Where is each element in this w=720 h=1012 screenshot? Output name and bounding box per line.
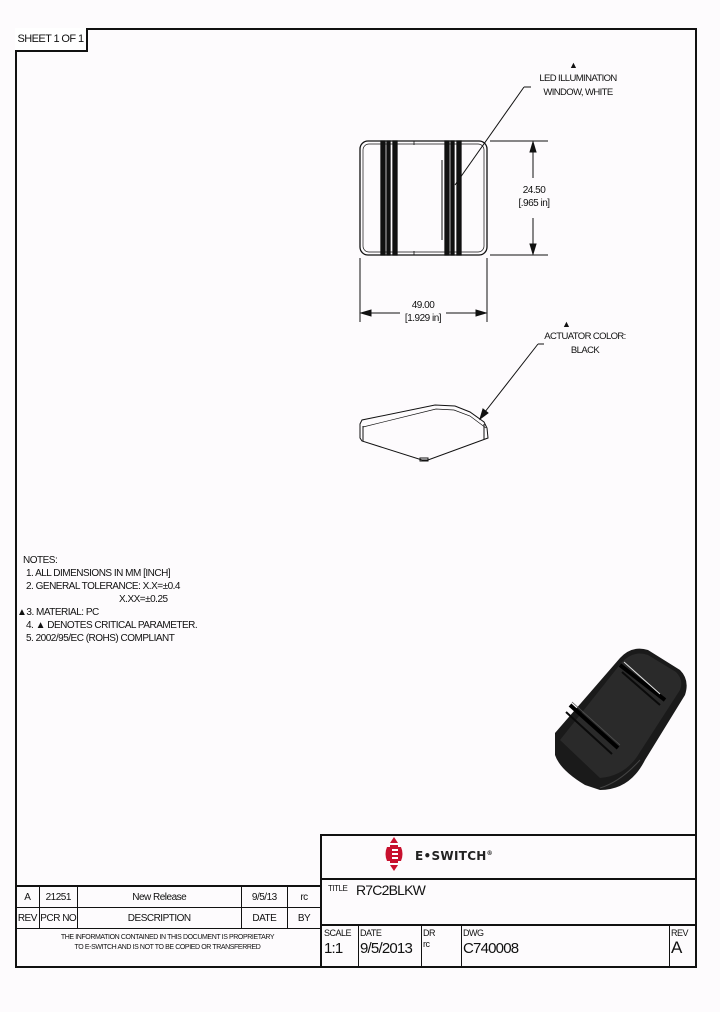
by-cell: rc: [287, 885, 320, 908]
drawn-by-cell: DR rc: [421, 926, 462, 966]
note-item: 5. 2002/95/EC (ROHS) COMPLIANT: [26, 633, 175, 644]
title-label: TITLE: [328, 884, 348, 893]
height-dimension: [490, 140, 548, 256]
company-logo-row: E•SWITCH®: [322, 836, 695, 880]
critical-marker-icon: ▲: [569, 60, 578, 70]
scale-label: SCALE: [324, 928, 352, 938]
actuator-color-callout: ▲ ACTUATOR COLOR: BLACK: [535, 319, 635, 358]
part-number: R7C2BLKW: [356, 882, 426, 898]
date-cell: DATE 9/5/2013: [358, 926, 422, 966]
proprietary-line-1: THE INFORMATION CONTAINED IN THIS DOCUME…: [60, 934, 275, 941]
registered-mark: ®: [486, 850, 493, 857]
rev-cell: A: [15, 885, 40, 908]
revision-value: A: [671, 938, 682, 957]
proprietary-notice: THE INFORMATION CONTAINED IN THIS DOCUME…: [15, 929, 320, 964]
width-dimension-label: 49.00 [1.929 in]: [399, 299, 447, 325]
width-mm: 49.00: [411, 300, 435, 311]
note-item: 1. ALL DIMENSIONS IN MM [INCH]: [26, 568, 171, 579]
notes-block: NOTES: 1. ALL DIMENSIONS IN MM [INCH] 2.…: [17, 554, 198, 645]
led-leader-line: [454, 86, 531, 186]
note-item: ▲3. MATERIAL: PC: [17, 606, 197, 619]
actuator-leader-line: [479, 343, 544, 421]
date-header: DATE: [240, 907, 289, 929]
drawing-frame: [15, 28, 697, 968]
description-cell: New Release: [76, 885, 242, 908]
drawing-number-cell: DWG C740008: [461, 926, 670, 966]
revision-cell: REV A: [669, 926, 695, 966]
top-view: [359, 140, 488, 256]
by-header: BY: [287, 907, 320, 929]
revision-label: REV: [671, 928, 689, 938]
notes-heading: NOTES:: [23, 555, 58, 566]
width-inch: [1.929 in]: [404, 313, 442, 324]
note-item: 4. ▲ DENOTES CRITICAL PARAMETER.: [26, 620, 198, 631]
width-dimension: [359, 258, 488, 322]
date-label: DATE: [360, 928, 382, 938]
proprietary-line-2: TO E-SWITCH AND IS NOT TO BE COPIED OR T…: [74, 944, 261, 951]
date-cell: 9/5/13: [240, 885, 289, 908]
callout-line-2: BLACK: [570, 345, 600, 356]
side-view: [359, 404, 489, 462]
isometric-render: [555, 648, 687, 790]
eswitch-logo-icon: [385, 837, 403, 871]
pcr-cell: 21251: [38, 885, 78, 908]
height-inch: [.965 in]: [518, 198, 550, 209]
pcr-header: PCR NO: [38, 907, 78, 929]
revision-table: A 21251 New Release 9/5/13 rc REV PCR NO…: [15, 885, 320, 929]
revision-header-row: REV PCR NO DESCRIPTION DATE BY: [15, 907, 320, 929]
led-window-callout: ▲ LED ILLUMINATION WINDOW, WHITE: [528, 60, 628, 100]
callout-line-2: WINDOW, WHITE: [543, 87, 613, 98]
note-text: 3. MATERIAL: PC: [26, 607, 99, 618]
title-row: TITLE R7C2BLKW: [322, 880, 695, 926]
note-item: X.XX=±0.25: [119, 594, 168, 605]
company-wordmark: E•SWITCH: [415, 849, 487, 863]
drawn-by-value: rc: [423, 939, 430, 949]
height-mm: 24.50: [522, 185, 546, 196]
drawing-number-value: C740008: [463, 940, 519, 957]
critical-marker-icon: ▲: [17, 607, 27, 618]
date-value: 9/5/2013: [360, 940, 413, 957]
description-header: DESCRIPTION: [76, 907, 242, 929]
rev-header: REV: [15, 907, 40, 929]
scale-cell: SCALE 1:1: [322, 926, 359, 966]
revision-row: A 21251 New Release 9/5/13 rc: [15, 885, 320, 908]
title-block: E•SWITCH® TITLE R7C2BLKW SCALE 1:1 DATE …: [320, 834, 695, 966]
company-name: E•SWITCH®: [415, 849, 493, 863]
height-dimension-label: 24.50 [.965 in]: [511, 184, 557, 210]
drawing-number-label: DWG: [463, 928, 484, 938]
sheet-label: SHEET 1 OF 1: [15, 28, 88, 52]
scale-value: 1:1: [324, 940, 343, 957]
info-row: SCALE 1:1 DATE 9/5/2013 DR rc DWG C74000…: [322, 926, 695, 966]
note-item: 2. GENERAL TOLERANCE: X.X=±0.4: [26, 581, 180, 592]
critical-marker-icon: ▲: [562, 319, 571, 329]
drawn-by-label: DR: [423, 928, 436, 938]
callout-line-1: LED ILLUMINATION: [539, 73, 617, 84]
callout-line-1: ACTUATOR COLOR:: [544, 331, 626, 342]
